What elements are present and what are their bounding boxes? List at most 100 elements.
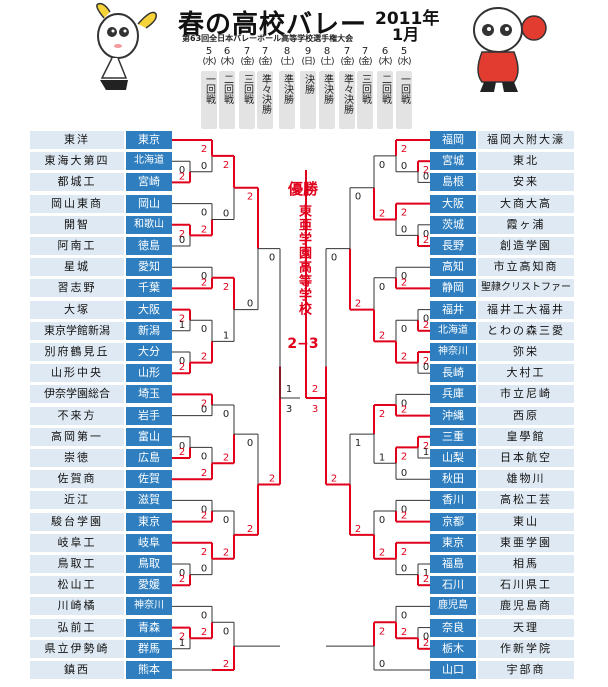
prefecture-name: 大阪	[430, 194, 476, 213]
prefecture-name: 山口	[430, 661, 476, 679]
set-score: 2	[401, 277, 407, 288]
school-name: 東亜学園	[478, 533, 574, 552]
set-score: 2	[379, 209, 385, 220]
prefecture-name: 長崎	[430, 364, 476, 383]
prefecture-name: 東京	[126, 512, 172, 531]
prefecture-name: 山形	[126, 364, 172, 383]
school-name: 宇部商	[478, 661, 574, 679]
school-name: 市立高知商	[478, 258, 574, 277]
set-score: 0	[179, 441, 185, 452]
set-score: 2	[223, 282, 229, 293]
day-header: 5(水)	[393, 46, 415, 68]
day-weekday: (金)	[240, 57, 254, 67]
set-score: 2	[223, 548, 229, 559]
day-weekday: (水)	[397, 57, 411, 67]
school-name: 近江	[30, 491, 124, 510]
set-score: 2	[379, 548, 385, 559]
day-date: 5	[400, 46, 408, 57]
set-score: 2	[401, 627, 407, 638]
set-score: 2	[179, 171, 185, 182]
set-score: 0	[423, 171, 429, 182]
set-score: 2	[247, 192, 253, 203]
day-weekday: (金)	[340, 57, 354, 67]
set-score: 1	[379, 452, 385, 463]
school-name: 創造学園	[478, 237, 574, 255]
school-name: 福井工大福井	[478, 300, 574, 319]
set-score: 2	[401, 208, 407, 219]
school-name: 伊奈学園総合	[30, 385, 124, 404]
set-score: 2	[179, 362, 185, 373]
set-score: 0	[247, 438, 253, 449]
set-score: 2	[179, 229, 185, 240]
day-header: 5(水)	[198, 46, 220, 68]
right-mascot-icon	[473, 7, 547, 92]
school-name: 岐阜工	[30, 533, 124, 552]
prefecture-name: 熊本	[126, 661, 172, 679]
set-score: 0	[223, 515, 229, 526]
set-score: 0	[201, 208, 207, 219]
set-score: 0	[201, 451, 207, 462]
day-header: 8(土)	[276, 46, 298, 68]
school-name: 鳥取工	[30, 555, 124, 573]
school-name: 鹿児島商	[478, 597, 574, 616]
prefecture-name: 鹿児島	[430, 597, 476, 616]
set-score: 0	[223, 626, 229, 637]
school-name: 弥栄	[478, 343, 574, 361]
school-name: 相馬	[478, 555, 574, 573]
prefecture-name: 神奈川	[430, 343, 476, 361]
set-score: 2	[423, 235, 429, 246]
round-header: 三回戦	[357, 71, 373, 129]
set-score: 0	[247, 299, 253, 310]
prefecture-name: 大分	[126, 343, 172, 361]
prefecture-name: 北海道	[126, 152, 172, 171]
day-date: 7	[261, 46, 269, 57]
school-name: 作新学院	[478, 639, 574, 658]
school-name: 霞ヶ浦	[478, 215, 574, 234]
school-name: 山形中央	[30, 364, 124, 383]
set-score: 0	[423, 229, 429, 240]
champion-label: 優勝	[287, 180, 318, 198]
school-name: 東山	[478, 512, 574, 531]
day-date: 9	[304, 46, 312, 57]
set-score: 0	[179, 568, 185, 579]
prefecture-name: 宮城	[430, 152, 476, 171]
set-score: 0	[379, 659, 385, 670]
prefecture-name: 青森	[126, 618, 172, 637]
prefecture-name: 東京	[126, 131, 172, 149]
set-score: 3	[312, 404, 318, 415]
set-score: 1	[179, 320, 185, 331]
year-label: 2011年	[375, 9, 440, 29]
set-score: 2	[223, 160, 229, 171]
day-weekday: (木)	[378, 57, 392, 67]
school-name: 天理	[478, 618, 574, 637]
prefecture-name: 福井	[430, 300, 476, 319]
prefecture-name: 宮崎	[126, 173, 172, 192]
set-score: 0	[379, 160, 385, 171]
set-score: 2	[423, 574, 429, 585]
school-name: 鎮西	[30, 661, 124, 679]
set-score: 2	[379, 330, 385, 341]
school-name: 福岡大附大濠	[478, 131, 574, 149]
set-score: 0	[401, 610, 407, 621]
prefecture-name: 岡山	[126, 194, 172, 213]
school-name: 皇學館	[478, 427, 574, 446]
school-name: 西原	[478, 406, 574, 425]
set-score: 2	[331, 474, 337, 485]
round-header: 準々決勝	[257, 71, 273, 129]
set-score: 2	[423, 165, 429, 176]
school-name: 雄物川	[478, 470, 574, 489]
day-date: 7	[343, 46, 351, 57]
set-score: 2	[201, 547, 207, 558]
set-score: 2	[312, 384, 318, 395]
school-name: 松山工	[30, 576, 124, 595]
set-score: 2	[179, 574, 185, 585]
day-date: 6	[381, 46, 389, 57]
left-mascot-icon	[96, 2, 158, 90]
day-weekday: (水)	[202, 57, 216, 67]
set-score: 2	[355, 524, 361, 535]
prefecture-name: 東京	[430, 533, 476, 552]
round-header: 一回戦	[396, 71, 412, 129]
round-header: 準決勝	[319, 71, 335, 129]
day-weekday: (金)	[258, 57, 272, 67]
